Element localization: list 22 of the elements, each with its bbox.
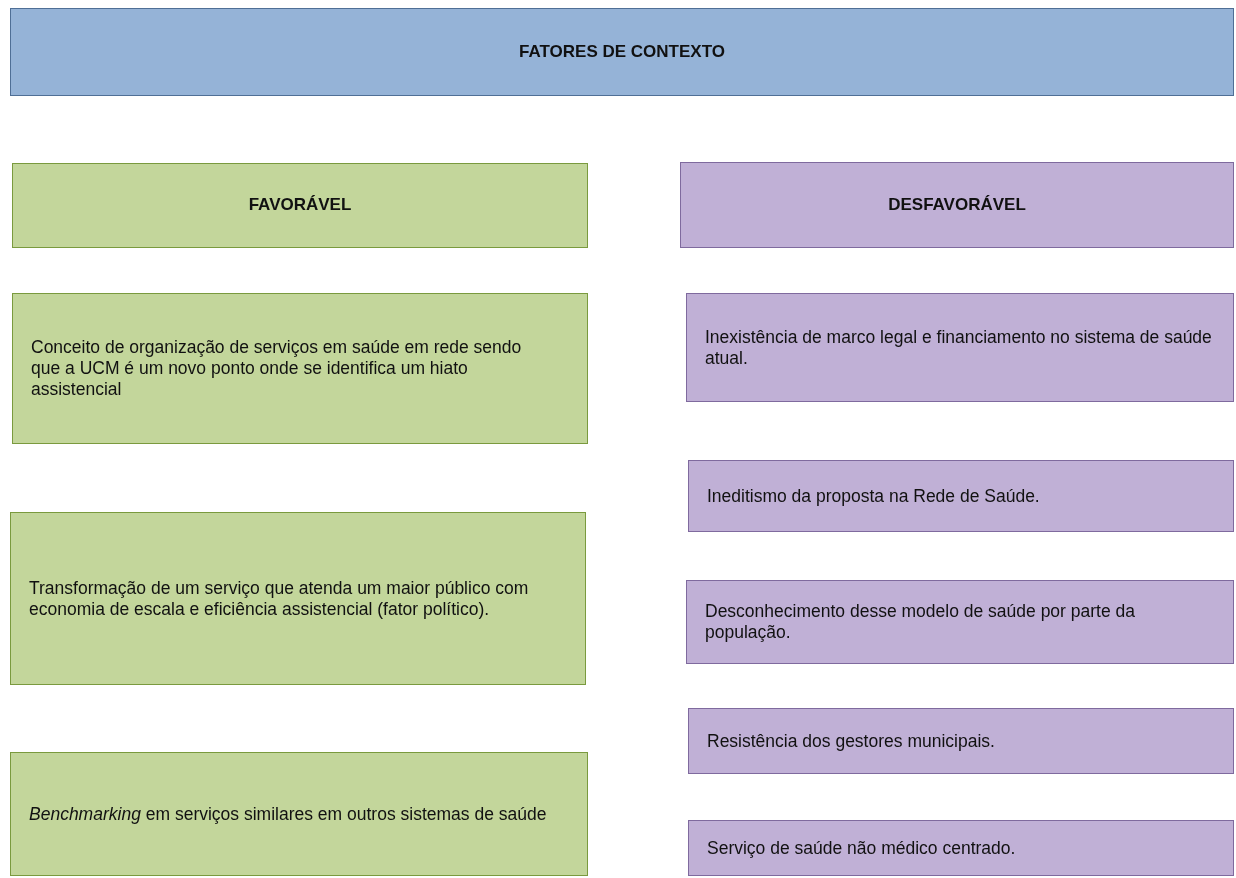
factor-text: Ineditismo da proposta na Rede de Saúde. [707,485,1040,507]
factor-box [10,752,588,876]
factor-text: Desconhecimento desse modelo de saúde por parte da população. [705,601,1136,643]
heading-text: DESFAVORÁVEL [888,194,1026,216]
factor-text: Conceito de organização de serviços em saúde em rede sendo que a UCM é um novo ponto onde se identifica um hiato assistencial [31,337,523,400]
heading-text: FATORES DE CONTEXTO [519,41,725,63]
factor-box [10,512,586,685]
factor-box [686,293,1234,402]
header-box [680,162,1234,248]
header-box [12,163,588,248]
factor-text: Inexistência de marco legal e financiamento no sistema de saúde atual. [705,326,1213,369]
header-box [10,8,1234,96]
factor-text: Resistência dos gestores municipais. [707,730,995,752]
factor-box [688,460,1234,532]
heading-text: FAVORÁVEL [248,195,352,216]
factor-box [12,293,588,444]
factor-box [688,820,1234,876]
factor-text: Transformação de um serviço que atenda um maior público com economia de escala e eficiência assistencial (fator político). [29,577,530,620]
factor-text: Serviço de saúde não médico centrado. [707,837,1016,859]
factor-box [688,708,1234,774]
factor-text: Benchmarking em serviços similares em outros sistemas de saúde [29,803,547,825]
factor-box [686,580,1234,664]
